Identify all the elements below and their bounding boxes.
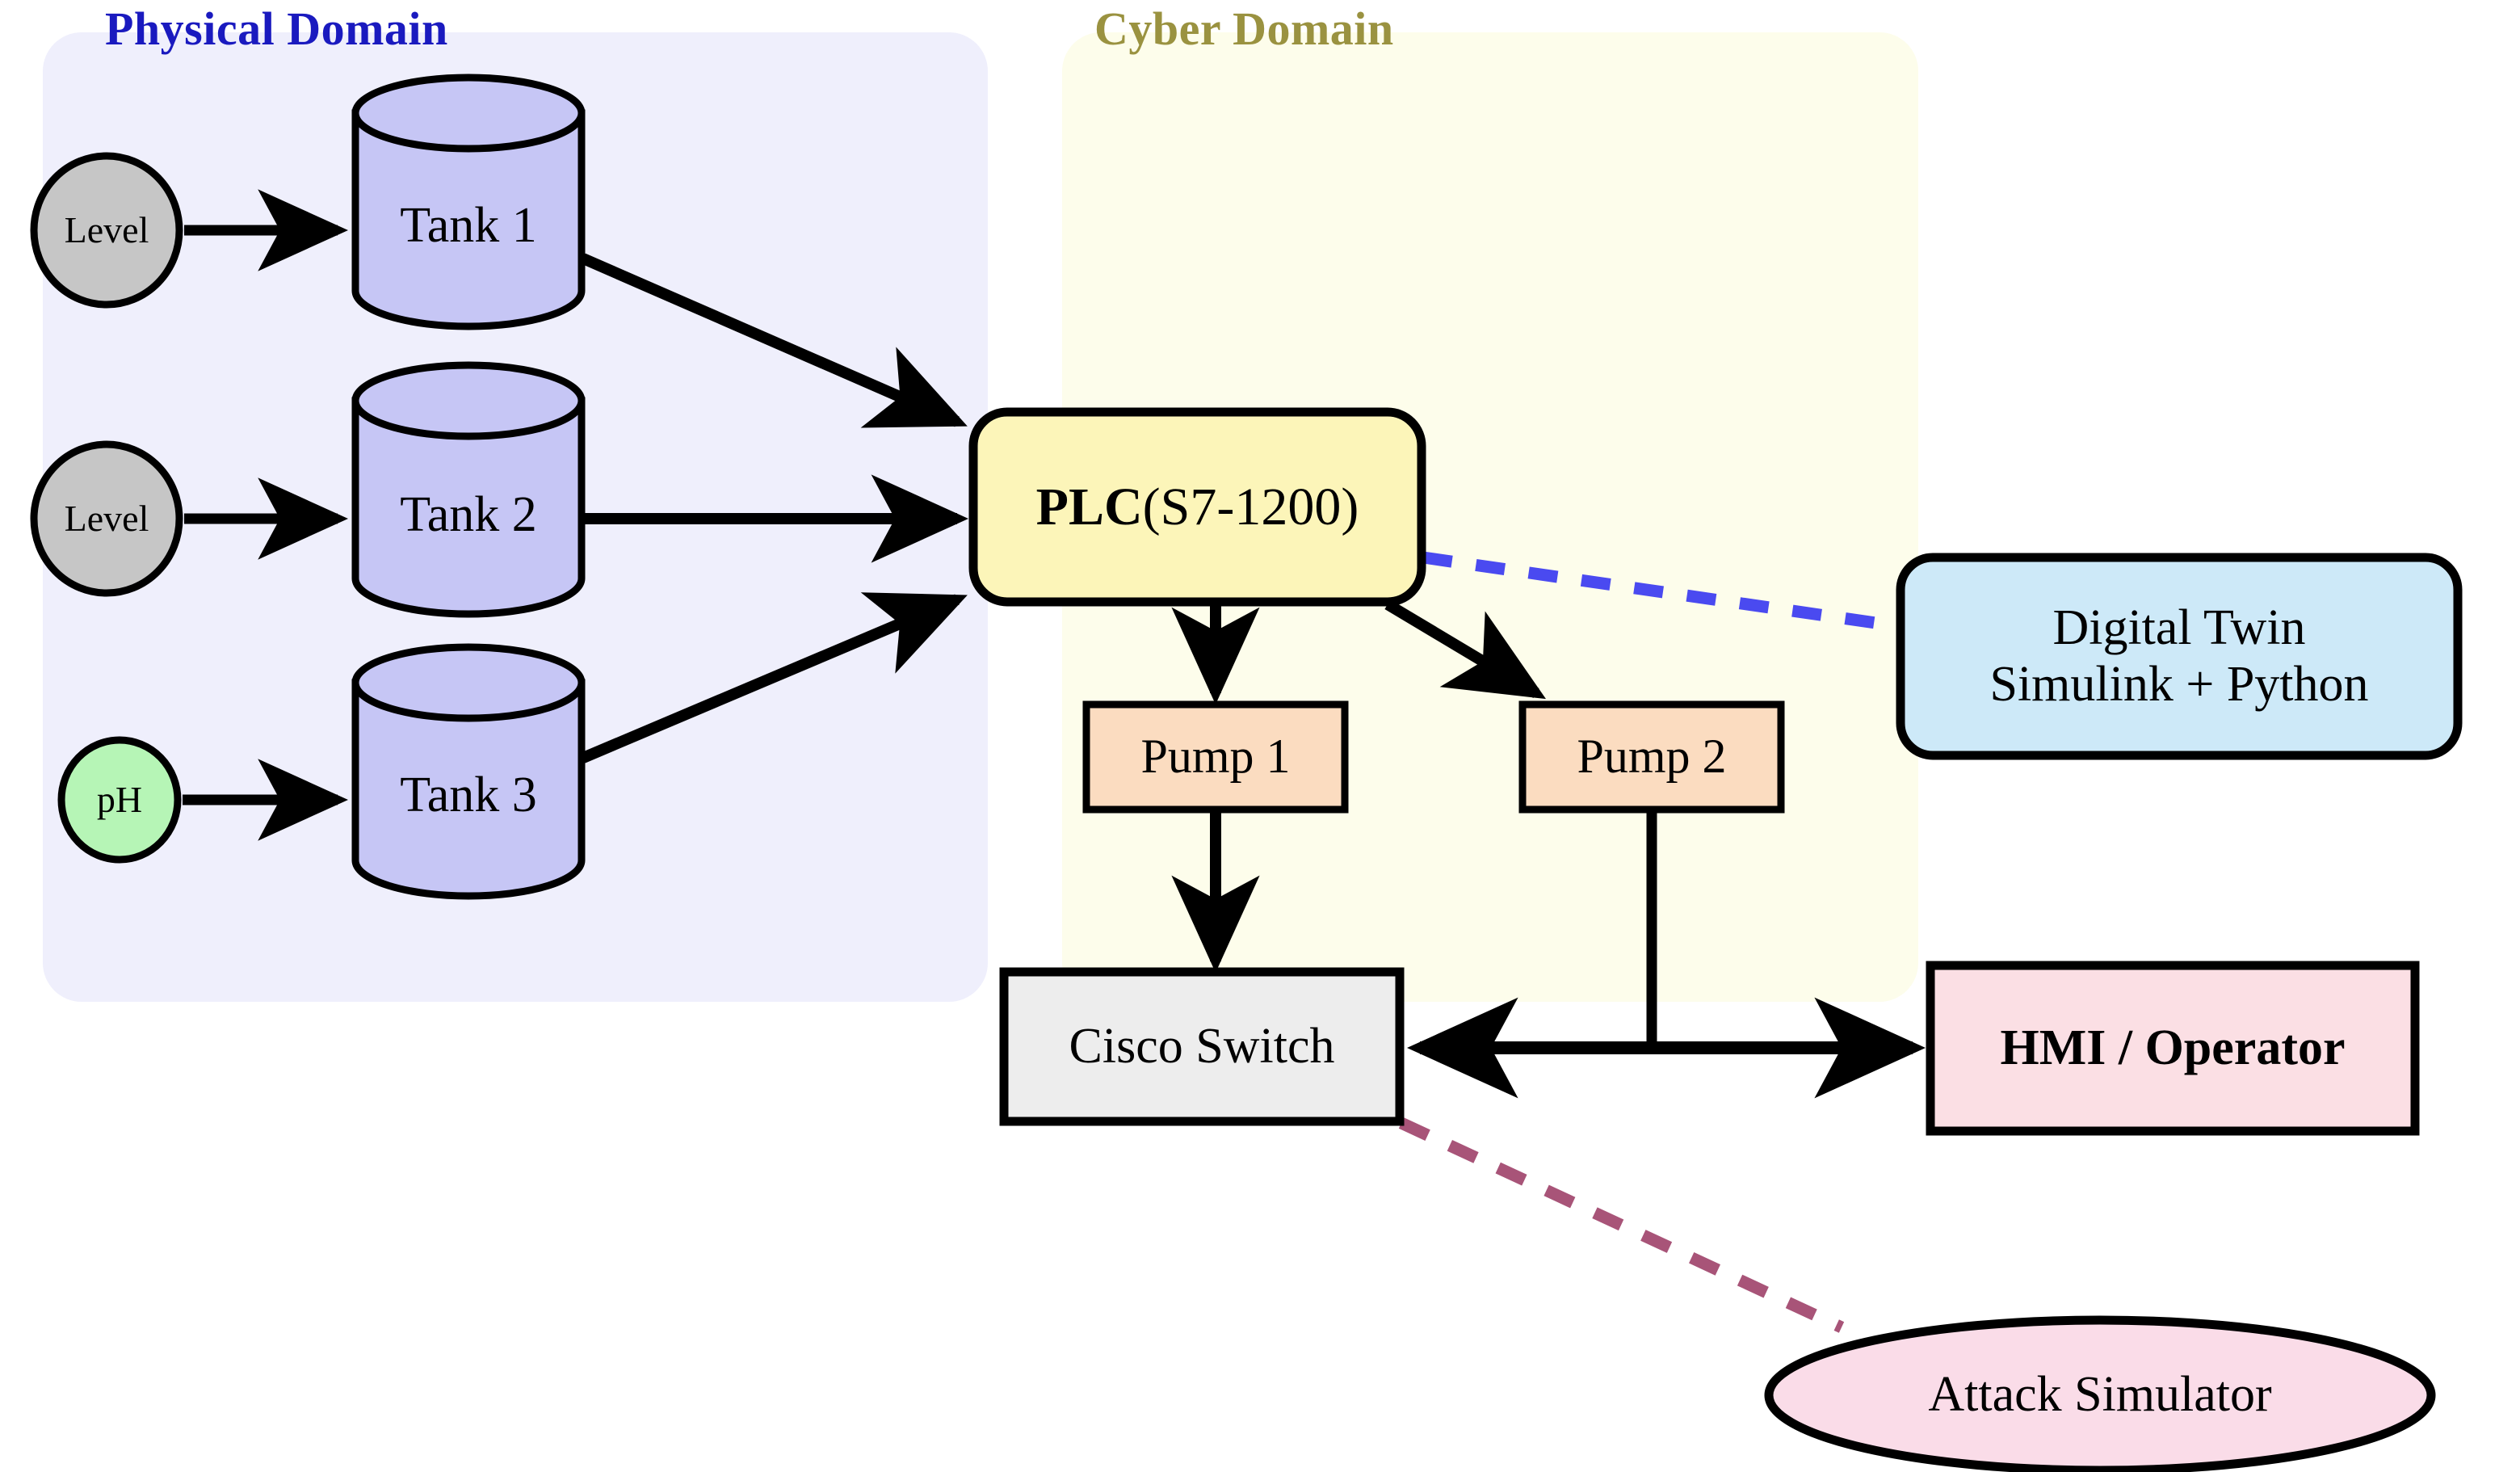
sensor-level-1[interactable] (30, 152, 183, 309)
edge-plc-to-digital-twin (1422, 551, 1900, 633)
edge-plc-to-pump2 (1384, 599, 1547, 700)
tank-1[interactable] (351, 74, 586, 330)
sensor-level-2[interactable] (30, 440, 183, 597)
tank-2[interactable] (351, 361, 586, 618)
edge-tank1-to-plc (581, 253, 968, 428)
node-pump-2[interactable] (1518, 700, 1785, 814)
node-digital-twin[interactable] (1896, 553, 2463, 760)
node-pump-1[interactable] (1082, 700, 1349, 814)
tank-3[interactable] (351, 643, 586, 900)
edge-switch-to-attack-simulator (1398, 1117, 1845, 1333)
sensor-ph[interactable] (57, 736, 182, 864)
physical-domain-title: Physical Domain (105, 2, 448, 55)
node-hmi-operator[interactable] (1926, 961, 2420, 1136)
node-attack-simulator[interactable] (1764, 1315, 2436, 1472)
cyber-domain-title: Cyber Domain (1094, 2, 1394, 55)
node-plc[interactable] (968, 407, 1426, 607)
node-cisco-switch[interactable] (999, 967, 1405, 1126)
edge-tank3-to-plc (581, 592, 968, 763)
